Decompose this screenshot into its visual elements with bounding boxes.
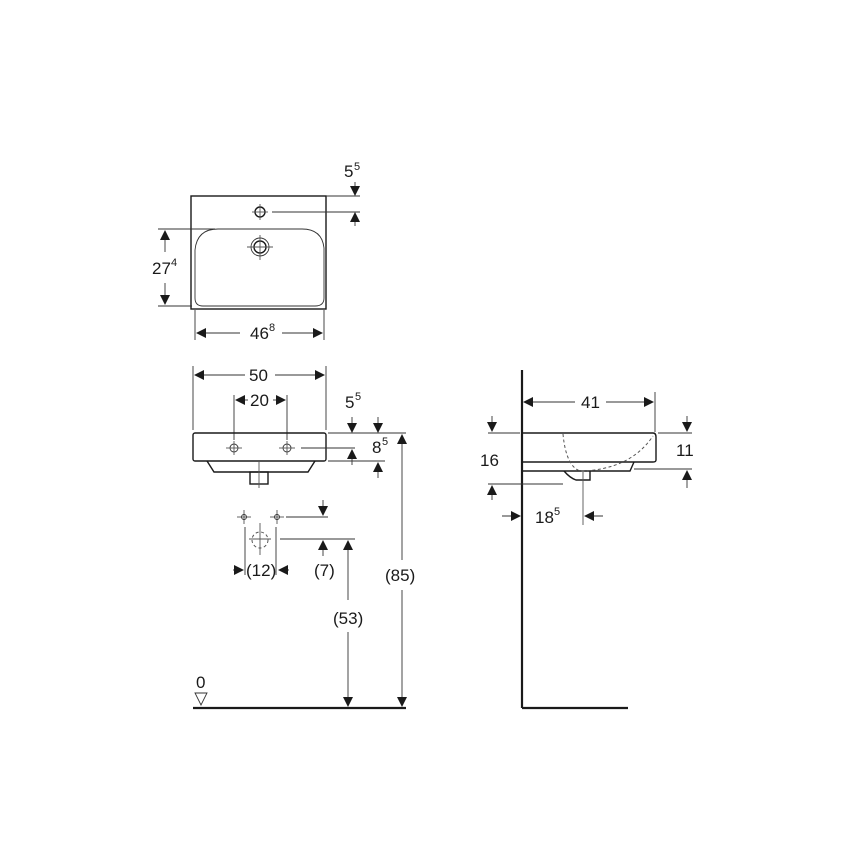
trap-connection-right-icon [270, 510, 284, 524]
dim-waste-height: (53) [333, 609, 363, 628]
dim-fixing-height-sup: 5 [355, 391, 361, 403]
dim-tap-offset-sup: 5 [354, 161, 360, 173]
dim-rim-height-sup: 5 [382, 436, 388, 448]
dim-waste-offset-sup: 5 [554, 506, 560, 518]
dim-bowl-width-sup: 8 [269, 322, 275, 334]
dim-trap-offset: (7) [314, 561, 335, 580]
dim-rim-height: 8 [372, 438, 381, 457]
bowl-hidden-line [562, 433, 654, 472]
bowl-outline [194, 228, 325, 307]
dim-waste-offset: 18 [535, 508, 554, 527]
basin-bowl-front [206, 460, 316, 473]
tap-hole-icon [252, 204, 268, 220]
dim-rim-floor-height: (85) [385, 566, 415, 585]
dim-bowl-width: 46 [250, 324, 269, 343]
dim-tap-offset: 5 [344, 162, 353, 181]
dim-bowl-depth: 27 [152, 259, 171, 278]
drain-icon [247, 235, 273, 260]
basin-outline-top [190, 195, 327, 310]
fixing-hole-right-icon [279, 441, 295, 455]
dim-fixing-centers: 20 [250, 391, 269, 410]
trap-connection-left-icon [237, 510, 251, 524]
dim-overall-width: 50 [249, 366, 268, 385]
dim-bowl-depth-sup: 4 [171, 257, 177, 269]
dim-rim-to-bottom: 11 [676, 441, 694, 460]
floor-level-marker-icon [194, 692, 208, 707]
basin-body-front [192, 432, 327, 462]
dim-projection: 41 [581, 393, 600, 412]
top-view: 5 5 27 4 46 8 [152, 161, 360, 343]
dim-trap-spacing: (12) [246, 561, 276, 580]
floor-level-label: 0 [196, 673, 205, 692]
dim-fixing-height: 5 [345, 393, 354, 412]
basin-side-profile [522, 432, 657, 463]
fixing-hole-left-icon [226, 441, 242, 455]
side-view: 41 16 11 18 5 [480, 370, 694, 710]
dim-overall-height: 16 [480, 451, 499, 470]
front-view: 50 20 5 5 8 5 [192, 366, 415, 710]
